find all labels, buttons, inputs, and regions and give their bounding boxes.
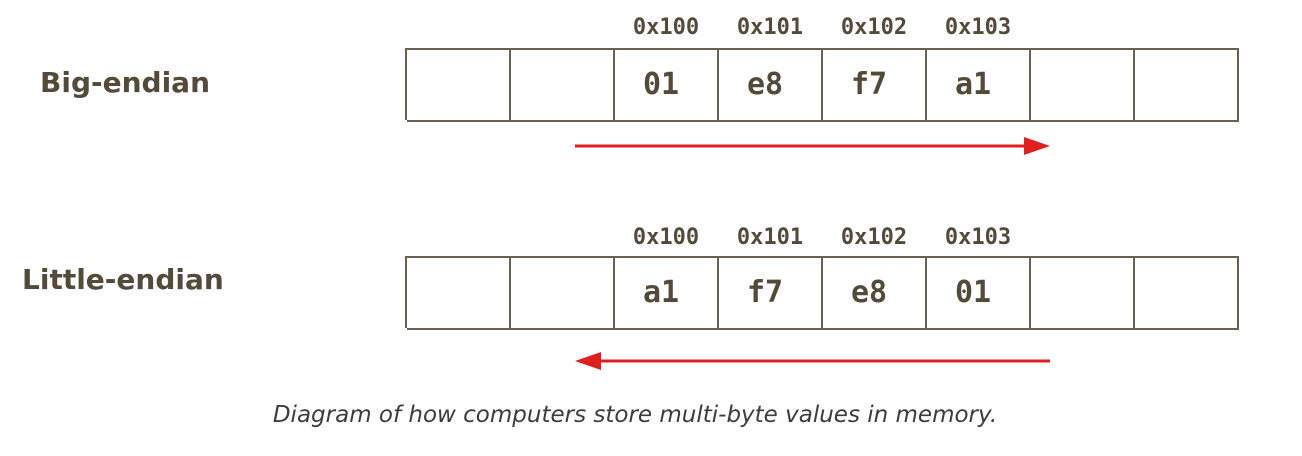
memory-cell: [407, 48, 511, 122]
memory-cell: f7: [719, 256, 823, 330]
memory-cell: [511, 48, 615, 122]
memory-cell: e8: [823, 256, 927, 330]
address-label: 0x103: [944, 225, 1012, 250]
address-label: 0x101: [736, 225, 804, 250]
address-label: 0x100: [632, 15, 700, 40]
byte-value: 01: [643, 67, 680, 102]
memory-cell: [1135, 256, 1239, 330]
address-label: 0x102: [840, 225, 908, 250]
memory-cell: [1031, 48, 1135, 122]
memory-cell: [407, 256, 511, 330]
memory-cell: 01: [615, 48, 719, 122]
little-endian-address-row: 0x100 0x101 0x102 0x103: [614, 223, 1030, 253]
address-label: 0x102: [840, 15, 908, 40]
little-endian-label: Little-endian: [22, 263, 224, 296]
big-endian-arrow-right: [575, 137, 1050, 155]
memory-cell: f7: [823, 48, 927, 122]
address-label: 0x100: [632, 225, 700, 250]
memory-cell: [511, 256, 615, 330]
memory-cell: e8: [719, 48, 823, 122]
memory-cell: a1: [927, 48, 1031, 122]
byte-value: a1: [955, 67, 992, 102]
byte-value: a1: [643, 275, 680, 310]
memory-cell: a1: [615, 256, 719, 330]
byte-value: e8: [851, 275, 888, 310]
address-label: 0x101: [736, 15, 804, 40]
memory-cell: [1031, 256, 1135, 330]
byte-value: f7: [747, 275, 784, 310]
little-endian-memory-row: a1 f7 e8 01: [405, 256, 1239, 330]
big-endian-address-row: 0x100 0x101 0x102 0x103: [614, 13, 1030, 43]
byte-value: 01: [955, 275, 992, 310]
memory-cell: 01: [927, 256, 1031, 330]
byte-value: e8: [747, 67, 784, 102]
diagram-caption: Diagram of how computers store multi-byt…: [272, 402, 998, 428]
memory-cell: [1135, 48, 1239, 122]
little-endian-arrow-left: [575, 352, 1050, 370]
address-label: 0x103: [944, 15, 1012, 40]
big-endian-label: Big-endian: [40, 66, 210, 99]
byte-value: f7: [851, 67, 888, 102]
big-endian-memory-row: 01 e8 f7 a1: [405, 48, 1239, 122]
